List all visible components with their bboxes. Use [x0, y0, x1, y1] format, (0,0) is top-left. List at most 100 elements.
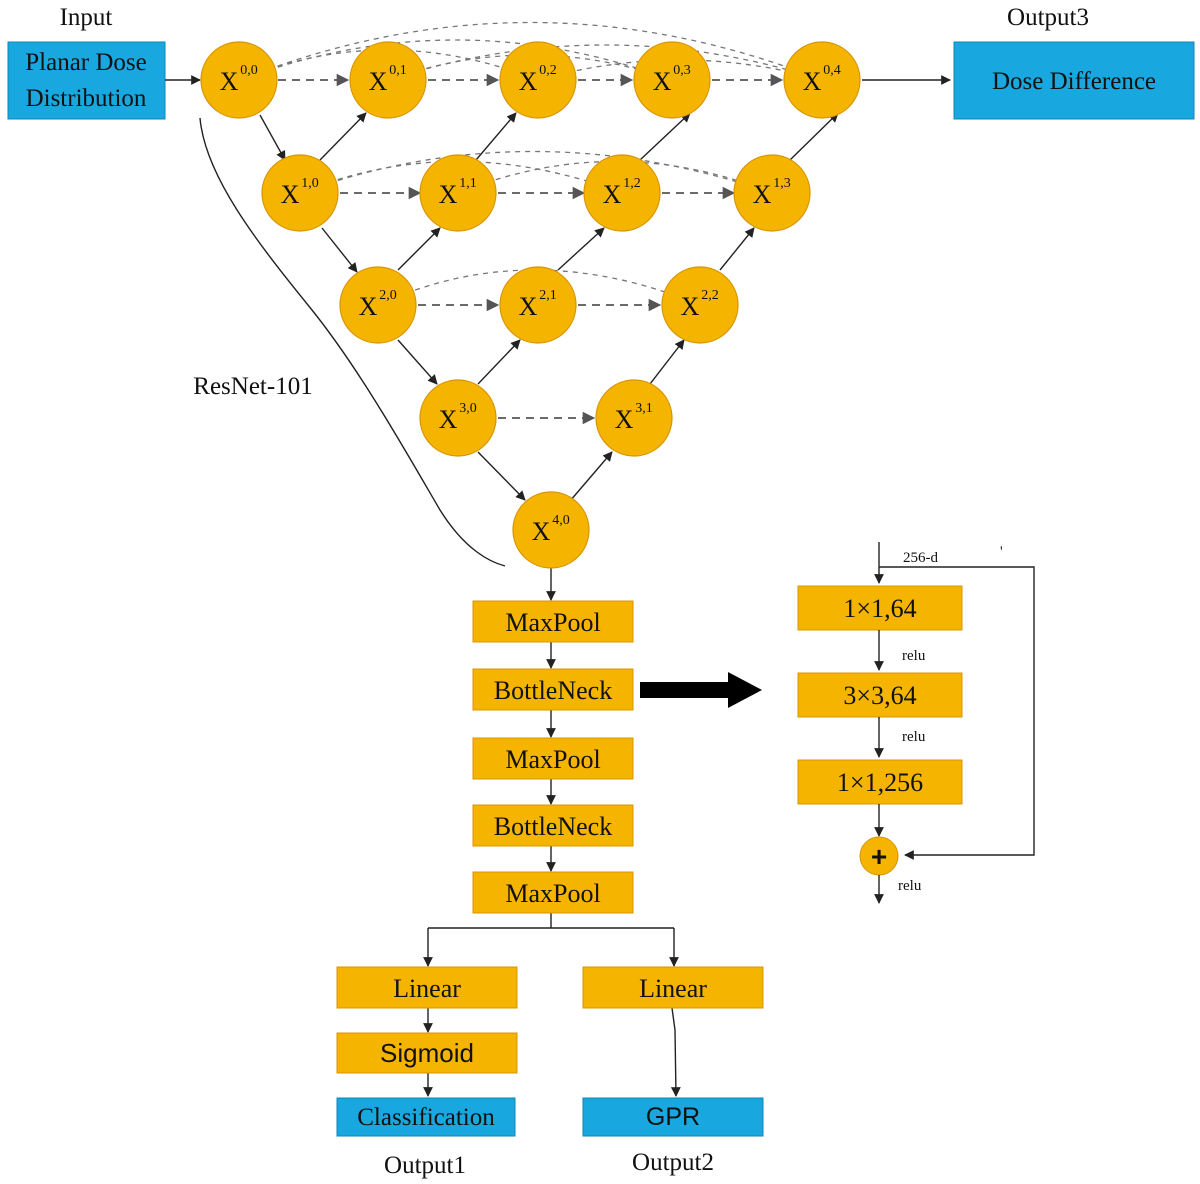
node-circle: [499, 41, 577, 119]
relu-label-3: relu: [898, 878, 922, 894]
node-label: X: [439, 180, 458, 209]
backbone-label: BottleNeck: [494, 812, 612, 841]
node-label: X: [519, 67, 538, 96]
resnet-label: ResNet-101: [193, 373, 312, 400]
node-circle: [733, 154, 811, 232]
node-superscript: 4,0: [552, 513, 570, 528]
node-label: X: [603, 180, 622, 209]
right-linear-box: Linear: [582, 966, 764, 1009]
node-label: X: [615, 405, 634, 434]
classification-box: Classification: [336, 1097, 516, 1137]
node-superscript: 1,3: [773, 176, 791, 191]
node-circle: [339, 266, 417, 344]
node-circle: [419, 379, 497, 457]
node-superscript: 1,0: [301, 176, 319, 191]
horizontal-skip-arrows: [278, 73, 784, 425]
dose-difference-text: Dose Difference: [992, 68, 1156, 95]
node-superscript: 1,1: [459, 176, 477, 191]
left-linear-box: Linear: [336, 966, 518, 1009]
node-superscript: 2,1: [539, 288, 557, 303]
node-superscript: 0,2: [539, 63, 557, 78]
node-superscript: 0,1: [389, 63, 407, 78]
backbone-box-bottleneck: BottleNeck: [472, 668, 634, 711]
left-linear-text: Linear: [393, 974, 461, 1003]
input-box: Planar Dose Distribution: [7, 41, 166, 120]
conv2-text: 3×3,64: [843, 681, 916, 710]
input-box-line2: Distribution: [26, 85, 147, 112]
conv3-text: 1×1,256: [837, 768, 923, 797]
sigmoid-text: Sigmoid: [380, 1038, 474, 1068]
gpr-box: GPR: [582, 1097, 764, 1137]
gpr-text: GPR: [646, 1103, 700, 1131]
node-circle: [200, 41, 278, 119]
node-label: X: [220, 67, 239, 96]
node-superscript: 2,2: [701, 288, 719, 303]
node-superscript: 2,0: [379, 288, 397, 303]
input-box-line1: Planar Dose: [25, 49, 147, 76]
node-circle: [419, 154, 497, 232]
input-dim-label: 256-d: [903, 550, 938, 566]
node-circle: [261, 154, 339, 232]
node-label: X: [359, 292, 378, 321]
backbone-label: BottleNeck: [494, 676, 612, 705]
node-superscript: 0,4: [823, 63, 841, 78]
node-label: X: [681, 292, 700, 321]
node-label: X: [532, 517, 551, 546]
add-symbol: +: [871, 841, 887, 872]
node-circle: [661, 266, 739, 344]
node-superscript: 3,0: [459, 401, 477, 416]
node-circle: [595, 379, 673, 457]
conv1-text: 1×1,64: [843, 594, 916, 623]
output3-label: Output3: [1007, 4, 1089, 31]
relu-label-2: relu: [902, 729, 926, 745]
node-superscript: 0,0: [240, 63, 258, 78]
backbone-label: MaxPool: [505, 745, 600, 774]
node-circle: [633, 41, 711, 119]
backbone-box-maxpool: MaxPool: [472, 737, 634, 780]
node-circle: [512, 491, 590, 569]
bottleneck-detail-arrow: [640, 672, 762, 708]
node-label: X: [653, 67, 672, 96]
input-label: Input: [60, 4, 113, 31]
node-superscript: 1,2: [623, 176, 641, 191]
backbone-box-bottleneck: BottleNeck: [472, 804, 634, 847]
output2-label: Output2: [632, 1149, 714, 1176]
output1-label: Output1: [384, 1152, 466, 1179]
sigmoid-box: Sigmoid: [336, 1032, 518, 1074]
backbone-label: MaxPool: [505, 608, 600, 637]
relu-label-1: relu: [902, 648, 926, 664]
node-label: X: [281, 180, 300, 209]
node-superscript: 3,1: [635, 401, 653, 416]
flow-arrows: [165, 75, 951, 1097]
backbone-label: MaxPool: [505, 879, 600, 908]
node-superscript: 0,3: [673, 63, 691, 78]
node-circle: [783, 41, 861, 119]
node-circle: [349, 41, 427, 119]
node-label: X: [519, 292, 538, 321]
node-label: X: [753, 180, 772, 209]
bottleneck-detail: 256-d ' 1×1,64 relu 3×3,64 relu 1×1,256 …: [797, 542, 1035, 904]
node-circle: [583, 154, 661, 232]
backbone-box-maxpool: MaxPool: [472, 600, 634, 643]
backbone-layer: MaxPoolBottleNeckMaxPoolBottleNeckMaxPoo…: [472, 600, 634, 914]
backbone-box-maxpool: MaxPool: [472, 871, 634, 914]
node-label: X: [803, 67, 822, 96]
node-label: X: [439, 405, 458, 434]
dose-difference-box: Dose Difference: [953, 41, 1195, 120]
